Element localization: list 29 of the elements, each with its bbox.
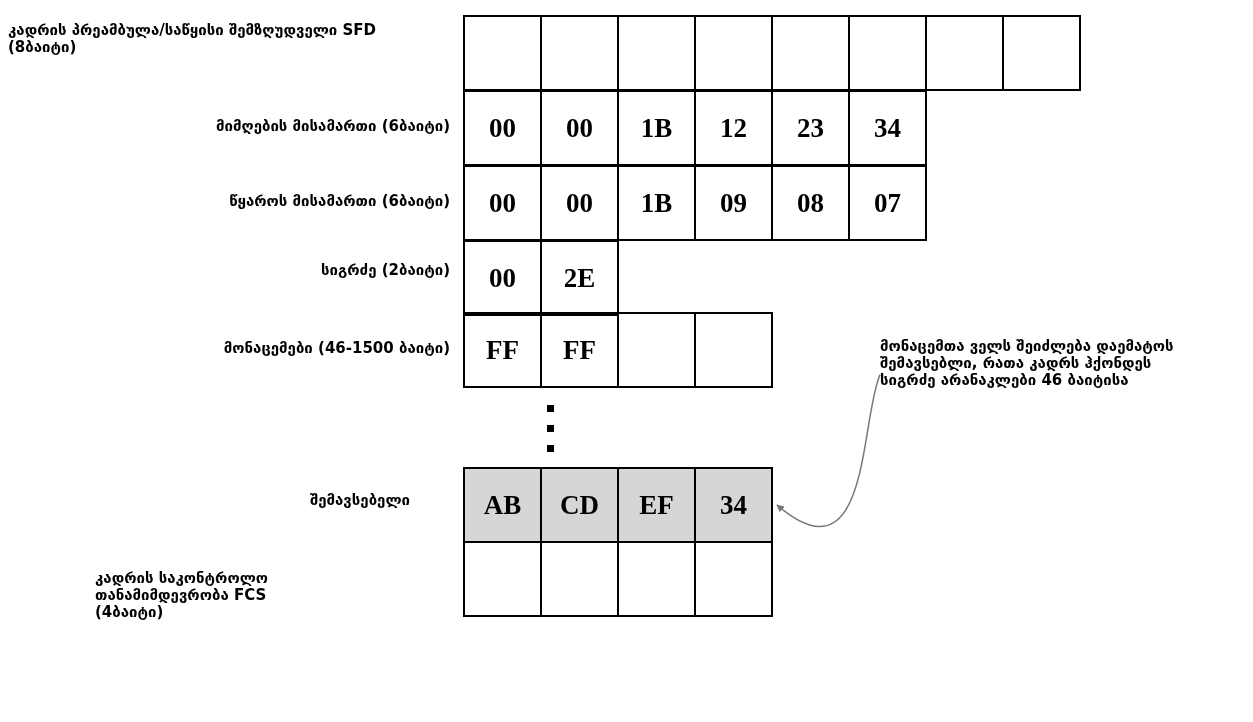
field-label: კადრის საკონტროლო თანამიმდევრობა FCS (4ბაიტი)	[95, 570, 269, 621]
field-label: მონაცემები (46-1500 ბაიტი)	[222, 340, 450, 357]
byte-cell: 34	[694, 467, 773, 543]
byte-cell: 1B	[617, 165, 696, 241]
field-label: წყაროს მისამართი (6ბაიტი)	[228, 193, 450, 210]
field-label: შემავსებელი	[308, 492, 410, 509]
field-label: მიმღების მისამართი (6ბაიტი)	[214, 118, 450, 135]
byte-cell: 08	[771, 165, 850, 241]
byte-cell: FF	[540, 312, 619, 388]
byte-cell: 12	[694, 90, 773, 166]
byte-cell: 1B	[617, 90, 696, 166]
byte-cell: FF	[463, 312, 542, 388]
byte-cell: AB	[463, 467, 542, 543]
curved-arrow	[776, 373, 881, 527]
byte-cell: 00	[463, 165, 542, 241]
byte-cell: 09	[694, 165, 773, 241]
byte-cell: 23	[771, 90, 850, 166]
annotation-text: მონაცემთა ველს შეიძლება დაემატოს შემავსებლი, რათა კადრს ჰქონდეს სიგრძე არანაკლები 46 ბაიტისა	[880, 338, 1210, 389]
byte-cell: 00	[463, 240, 542, 316]
byte-cell: 00	[540, 90, 619, 166]
byte-cell: 34	[848, 90, 927, 166]
byte-cell: 00	[540, 165, 619, 241]
byte-cell: 07	[848, 165, 927, 241]
byte-cell: EF	[617, 467, 696, 543]
byte-cell: 2E	[540, 240, 619, 316]
field-label: კადრის პრეამბულა/საწყისი შემზღუდველი SFD (8ბაიტი)	[8, 22, 378, 56]
byte-cell: CD	[540, 467, 619, 543]
byte-cell: 00	[463, 90, 542, 166]
field-label: სიგრძე (2ბაიტი)	[319, 262, 450, 279]
